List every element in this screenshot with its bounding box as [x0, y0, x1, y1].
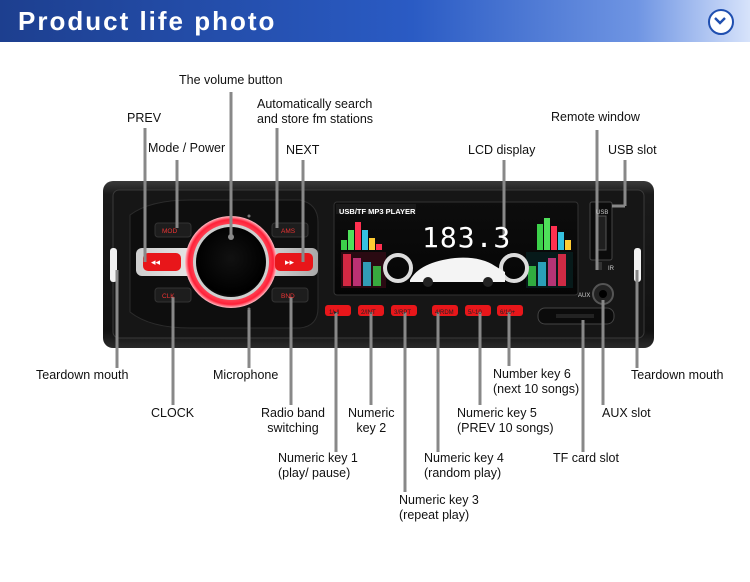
label-prev: PREV: [127, 111, 162, 125]
usb-label: USB: [596, 210, 609, 216]
label-numeric-key-5: Numeric key 5 (PREV 10 songs): [457, 406, 554, 436]
label-aux-slot: AUX slot: [602, 406, 651, 420]
label-key4-line2: (random play): [424, 466, 502, 480]
tf-card-slot: [556, 314, 594, 318]
volume-knob: [196, 227, 266, 297]
clock-button[interactable]: CLK: [162, 293, 175, 300]
lcd-screen: [333, 201, 579, 296]
header-bar: Product life photo: [0, 0, 750, 42]
label-key1-line2: (play/ pause): [278, 466, 351, 480]
label-radio-band-line1: Radio band: [261, 406, 325, 420]
label-radio-band: Radio band switching: [261, 406, 325, 436]
key-1-button[interactable]: 1/▸‖: [329, 310, 340, 316]
lcd-frequency: 183.3: [422, 221, 512, 254]
label-key5-line1: Numeric key 5: [457, 406, 537, 420]
label-key2-line1: Numeric: [348, 406, 395, 420]
label-radio-band-line2: switching: [267, 421, 319, 435]
key-3-button[interactable]: 3/RPT: [394, 310, 412, 316]
label-next: NEXT: [286, 143, 320, 157]
label-auto-search-line1: Automatically search: [257, 97, 373, 111]
label-usb-slot: USB slot: [608, 143, 657, 157]
label-teardown-left: Teardown mouth: [36, 368, 129, 382]
key-5-button[interactable]: 5/-10: [468, 310, 482, 316]
label-microphone: Microphone: [213, 368, 279, 382]
label-key5-line2: (PREV 10 songs): [457, 421, 554, 435]
lcd-equalizer-right: [526, 218, 573, 288]
ams-button[interactable]: AMS: [281, 228, 296, 235]
label-key3-line2: (repeat play): [399, 508, 470, 522]
label-numeric-key-1: Numeric key 1 (play/ pause): [278, 451, 358, 481]
label-key2-line2: key 2: [356, 421, 387, 435]
band-button[interactable]: BND: [281, 293, 295, 300]
label-numeric-key-2: Numeric key 2: [348, 406, 395, 436]
label-key3-line1: Numeric key 3: [399, 493, 479, 507]
label-auto-search-line2: and store fm stations: [257, 112, 374, 126]
label-teardown-right: Teardown mouth: [631, 368, 724, 382]
lcd-car-graphic: [383, 253, 529, 287]
key-6-button[interactable]: 6/10+: [500, 310, 516, 316]
label-key1-line1: Numeric key 1: [278, 451, 358, 465]
label-key6-line2: (next 10 songs): [493, 382, 580, 396]
teardown-mouth-left: [110, 248, 117, 282]
prev-button[interactable]: ◂◂: [151, 257, 161, 267]
label-auto-search: Automatically search and store fm statio…: [257, 97, 373, 127]
label-clock: CLOCK: [151, 406, 195, 420]
label-remote-window: Remote window: [551, 110, 640, 124]
label-number-key-6: Number key 6 (next 10 songs): [493, 367, 579, 397]
label-key4-line1: Numeric key 4: [424, 451, 504, 465]
label-mode-power: Mode / Power: [148, 141, 226, 155]
key-2-button[interactable]: 2/INT: [361, 310, 376, 316]
page-title: Product life photo: [18, 6, 277, 36]
aux-label: AUX: [578, 293, 591, 299]
label-key6-line1: Number key 6: [493, 367, 571, 381]
remote-window: [596, 262, 602, 270]
lcd-equalizer-left: [341, 222, 386, 288]
next-button[interactable]: ▸▸: [285, 257, 295, 267]
mic-hole-top: [247, 214, 251, 218]
microphone-hole: [247, 307, 251, 311]
label-numeric-key-4: Numeric key 4 (random play): [424, 451, 504, 481]
label-tf-card-slot: TF card slot: [553, 451, 619, 465]
key-4-button[interactable]: 4/RDM: [435, 310, 454, 316]
chevron-down-icon[interactable]: [708, 9, 734, 35]
label-numeric-key-3: Numeric key 3 (repeat play): [399, 493, 479, 523]
number-keys: [325, 305, 523, 316]
mode-button[interactable]: MOD: [162, 228, 178, 235]
lcd-banner: USB/TF MP3 PLAYER: [339, 207, 416, 216]
callout-lines: [115, 92, 639, 492]
ir-label: IR: [608, 266, 614, 272]
label-volume-button: The volume button: [179, 73, 283, 87]
label-lcd-display: LCD display: [468, 143, 536, 157]
